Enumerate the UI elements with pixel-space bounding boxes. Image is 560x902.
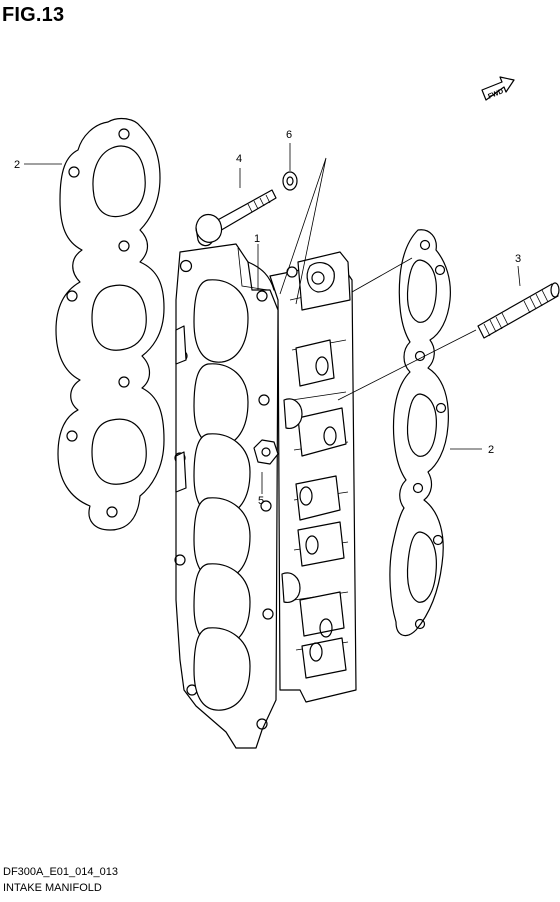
- callout-part-2-right: 2: [488, 444, 494, 456]
- stud-part-3: [477, 282, 560, 339]
- gasket-left: [55, 117, 165, 531]
- callout-part-5: 5: [258, 495, 264, 507]
- intake-manifold: [174, 243, 357, 749]
- diagram-name: INTAKE MANIFOLD: [3, 882, 102, 894]
- callout-part-6: 6: [286, 129, 292, 141]
- callout-part-4: 4: [236, 153, 242, 165]
- leader-lines: [24, 143, 521, 494]
- callout-part-3: 3: [515, 253, 521, 265]
- forward-arrow-icon: [481, 76, 515, 101]
- figure-title: FIG.13: [2, 4, 65, 26]
- callout-part-1: 1: [254, 233, 260, 245]
- bolt-part-4: [195, 189, 277, 247]
- nut-part-5: [253, 439, 279, 465]
- callout-part-2-left: 2: [14, 159, 20, 171]
- diagram-code: DF300A_E01_014_013: [3, 866, 118, 878]
- gasket-right: [389, 229, 451, 637]
- forward-direction-badge: FWD: [481, 76, 515, 101]
- washer-part-6: [282, 171, 298, 191]
